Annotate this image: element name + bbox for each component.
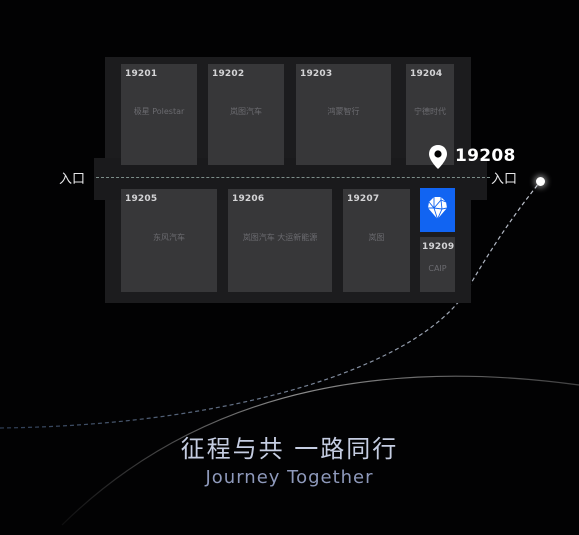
booth-19202[interactable]: 19202 岚图汽车: [208, 64, 284, 165]
booth-19208-highlight[interactable]: [420, 188, 455, 232]
booth-name: CAIP: [428, 264, 447, 273]
solid-arc: [61, 375, 579, 526]
booth-number: 19203: [300, 69, 333, 79]
booth-name: 极星 Polestar: [133, 107, 185, 116]
entrance-right-label: 入口: [491, 172, 518, 187]
booth-name: 鸿蒙智行: [327, 107, 360, 116]
booth-number: 19205: [125, 194, 158, 204]
booth-name: 宁德时代: [414, 107, 446, 116]
booth-name: 岚图汽车 大运新能源: [242, 233, 318, 242]
map-pin-icon: [429, 145, 447, 169]
booth-19201[interactable]: 19201 极星 Polestar: [121, 64, 197, 165]
booth-number: 19207: [347, 194, 380, 204]
booth-number: 19206: [232, 194, 265, 204]
diamond-logo-icon: [428, 197, 448, 220]
slogan-chinese: 征程与共 一路同行: [180, 435, 399, 463]
booth-number: 19201: [125, 69, 158, 79]
booth-number: 19209: [422, 242, 455, 252]
corridor-dashed-line: [96, 177, 490, 178]
booth-19207[interactable]: 19207 岚图: [343, 189, 410, 292]
booth-19204[interactable]: 19204 宁德时代: [406, 64, 454, 165]
slogan-english: Journey Together: [205, 467, 374, 488]
booth-19205[interactable]: 19205 东风汽车: [121, 189, 217, 292]
booth-name: 岚图汽车: [230, 107, 262, 116]
booth-19209[interactable]: 19209 CAIP: [420, 237, 455, 292]
booth-19203[interactable]: 19203 鸿蒙智行: [296, 64, 391, 165]
booth-name: 岚图: [368, 233, 385, 242]
entrance-left-label: 入口: [59, 172, 86, 187]
booth-number: 19202: [212, 69, 245, 79]
booth-19206[interactable]: 19206 岚图汽车 大运新能源: [228, 189, 332, 292]
route-end-dot: [536, 177, 545, 186]
booth-name: 东风汽车: [153, 233, 185, 242]
route-dashed-curve: [0, 181, 541, 429]
booth-number: 19204: [410, 69, 443, 79]
highlight-booth-number: 19208: [455, 146, 516, 166]
